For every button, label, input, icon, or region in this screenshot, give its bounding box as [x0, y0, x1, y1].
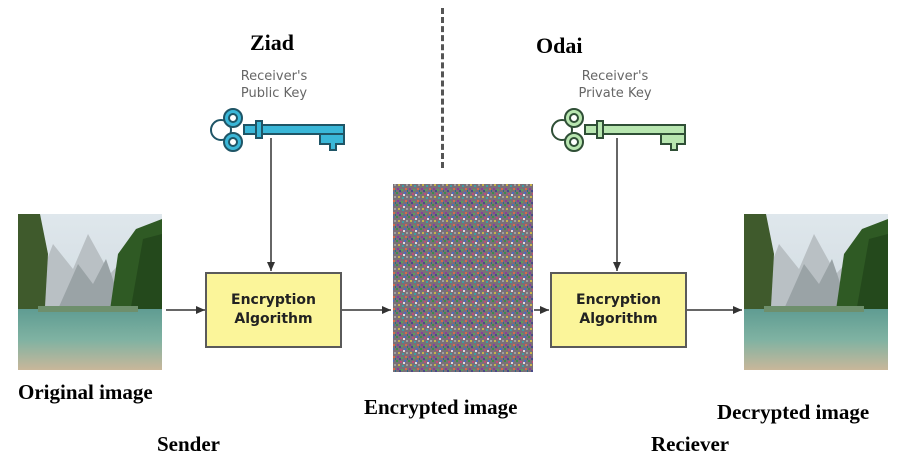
encryption-algorithm-box: Encryption Algorithm — [205, 272, 342, 348]
receiver-name: Odai — [536, 33, 583, 58]
private-key-icon — [551, 108, 686, 152]
private-key-label: Receiver's Private Key — [560, 68, 670, 102]
public-key-label-line1: Receiver's — [240, 69, 308, 84]
decrypt-box-line1: Encryption — [576, 292, 661, 308]
sender-receiver-divider — [441, 8, 444, 168]
private-key-label-line2: Private Key — [578, 86, 652, 101]
original-image-caption: Original image — [18, 380, 153, 404]
sender-name: Ziad — [250, 30, 295, 55]
encrypt-box-line2: Algorithm — [234, 311, 313, 327]
decrypted-image — [744, 214, 888, 370]
decryption-algorithm-box: Encryption Algorithm — [550, 272, 687, 348]
original-image — [18, 214, 162, 370]
public-key-label: Receiver's Public Key — [219, 68, 329, 102]
encrypt-box-line1: Encryption — [231, 292, 316, 308]
public-key-icon — [210, 108, 345, 152]
public-key-label-line2: Public Key — [240, 86, 308, 101]
receiver-caption: Reciever — [651, 432, 730, 456]
decrypt-box-line2: Algorithm — [579, 311, 658, 327]
encrypted-image — [393, 184, 533, 372]
decrypted-image-caption: Decrypted image — [717, 400, 870, 424]
sender-caption: Sender — [157, 432, 220, 456]
encrypted-image-caption: Encrypted image — [364, 395, 518, 419]
private-key-label-line1: Receiver's — [581, 69, 649, 84]
